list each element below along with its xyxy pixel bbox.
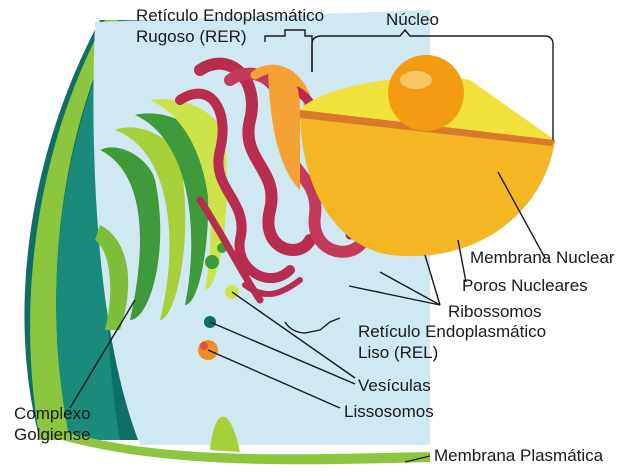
label-membrana-plasmatica: Membrana Plasmática [434, 446, 603, 466]
label-complexo-line2: Golgiense [14, 425, 91, 445]
vesicle-1 [205, 255, 219, 269]
label-vesiculas: Vesículas [358, 376, 431, 396]
label-complexo-line1: Complexo [14, 404, 91, 424]
label-rel-line1: Retículo Endoplasmático [358, 322, 546, 342]
label-rer-line1: Retículo Endoplasmático [136, 6, 324, 26]
label-membrana-nuclear: Membrana Nuclear [470, 248, 615, 268]
label-nucleo: Núcleo [386, 10, 439, 30]
label-rer-line2: Rugoso (RER) [136, 27, 247, 47]
label-poros-nucleares: Poros Nucleares [462, 276, 588, 296]
nucleolus [388, 55, 464, 131]
label-lissosomos: Lissosomos [344, 402, 434, 422]
label-ribossomos: Ribossomos [448, 302, 542, 322]
label-rel-line2: Liso (REL) [358, 343, 438, 363]
